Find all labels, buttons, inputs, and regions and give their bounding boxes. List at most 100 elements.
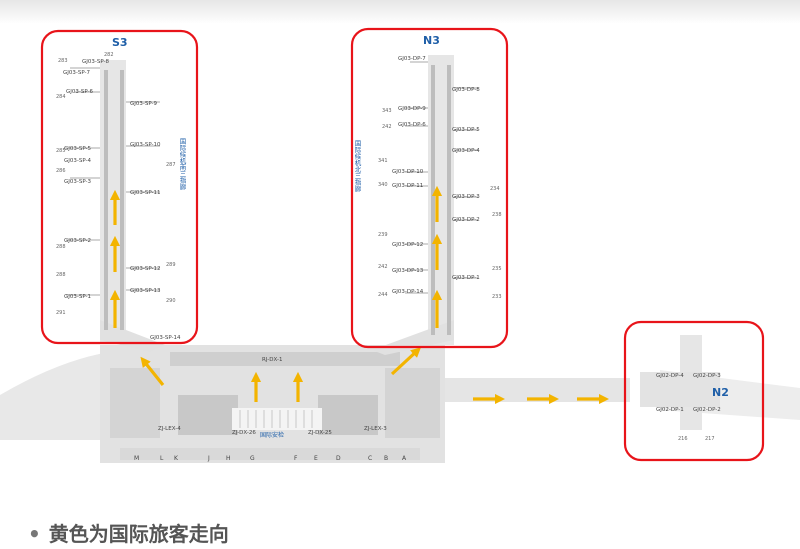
s3-frame <box>40 29 199 345</box>
stand-number: 285 <box>56 148 66 154</box>
n3-gate-labels: GJ03-DP-7 GJ03-DP-8 GJ03-DP-9 GJ03-DP-6 … <box>392 56 480 295</box>
stand-number: 233 <box>492 294 502 300</box>
counter-letter: A <box>402 455 407 462</box>
gate-label: GJ03-DP-14 <box>392 289 424 295</box>
counter-letter: L <box>160 455 164 462</box>
counter-letter: B <box>384 455 388 462</box>
stand-number: 242 <box>382 124 392 130</box>
counter-letter: G <box>250 455 255 462</box>
bullet: • <box>28 522 41 546</box>
legend-caption: • 黄色为国际旅客走向 <box>28 518 229 547</box>
gate-label: GJ02-DP-1 <box>656 407 684 413</box>
gate-label: GJ03-DP-5 <box>452 127 480 133</box>
gate-label: GJ03-DP-8 <box>452 87 480 93</box>
stand-number: 290 <box>166 298 176 304</box>
lounge-left-label: ZJ-LEX-4 <box>158 426 181 432</box>
gate-label: GJ03-DP-1 <box>452 275 480 281</box>
gate-label: GJ02-DP-4 <box>656 373 684 379</box>
stand-number: 244 <box>378 292 388 298</box>
main-gate-label: RJ-DX-1 <box>262 357 282 363</box>
stand-number: 289 <box>166 262 176 268</box>
gate-label: GJ03-SP-11 <box>130 190 161 196</box>
gate-label: GJ03-DP-10 <box>392 169 424 175</box>
gate-label: GJ03-DP-9 <box>398 106 426 112</box>
stand-number: 282 <box>104 52 114 58</box>
zone-title-n2: N2 <box>712 386 729 399</box>
gate-label: GJ03-SP-12 <box>130 266 161 272</box>
stand-number: 217 <box>705 436 715 442</box>
gate-label: GJ03-SP-8 <box>82 59 110 65</box>
stand-number: 235 <box>492 266 502 272</box>
gate-label: GJ03-DP-3 <box>452 194 480 200</box>
stand-number: 234 <box>490 186 500 192</box>
s3-bridges <box>65 61 478 296</box>
gate-label: GJ03-SP-4 <box>64 158 92 164</box>
stand-number: 216 <box>678 436 688 442</box>
gate-label: GJ03-SP-14 <box>150 335 181 341</box>
gate-label: GJ03-SP-9 <box>130 101 158 107</box>
gate-right-label: ZJ-DX-25 <box>308 430 332 436</box>
gate-label: GJ03-SP-1 <box>64 294 91 300</box>
lounge-right-label: ZJ-LEX-3 <box>364 426 387 432</box>
counter-letter: E <box>314 455 318 462</box>
counter-letter: J <box>207 455 210 462</box>
gate-label: GJ03-SP-10 <box>130 142 161 148</box>
gate-label: GJ03-DP-7 <box>398 56 426 62</box>
highlight-frames <box>40 27 765 462</box>
gate-label: GJ03-DP-13 <box>392 268 424 274</box>
stand-number: 286 <box>56 168 66 174</box>
counter-letter: K <box>174 455 179 462</box>
counter-letter: D <box>336 455 341 462</box>
stand-number: 288 <box>56 244 66 250</box>
security-label: 国际安检 <box>260 431 284 439</box>
zone-title-n3: N3 <box>423 34 440 47</box>
gate-label: GJ03-DP-12 <box>392 242 423 248</box>
s3-stand-numbers: 283 282 284 285 286 287 288 289 288 290 … <box>56 52 176 316</box>
n2-gate-labels: GJ02-DP-4 GJ02-DP-3 GJ02-DP-1 GJ02-DP-2 … <box>656 373 721 442</box>
flow-arrow <box>140 356 165 386</box>
gate-label: GJ03-SP-7 <box>63 70 91 76</box>
gate-label: GJ03-SP-2 <box>64 238 91 244</box>
gate-label: GJ03-SP-5 <box>64 146 92 152</box>
stand-number: 238 <box>492 212 502 218</box>
gate-label: GJ03-SP-6 <box>66 89 94 95</box>
counter-letter: M <box>134 455 139 462</box>
n3-pier-name: 国际候机北三指廊 <box>353 140 361 194</box>
stand-number: 341 <box>378 158 388 164</box>
top-gradient-bar <box>0 0 800 24</box>
stand-number: 340 <box>378 182 388 188</box>
stand-number: 284 <box>56 94 66 100</box>
n3-stand-numbers: 343 242 341 340 234 239 238 242 235 244 … <box>378 108 502 300</box>
counter-letter: C <box>368 455 372 462</box>
center-labels: RJ-DX-1 ZJ-LEX-4 ZJ-LEX-3 ZJ-DX-26 ZJ-DX… <box>158 357 387 439</box>
counter-letters: M L K J H G F E D C B A <box>134 455 407 462</box>
gate-label: GJ03-DP-11 <box>392 183 423 189</box>
gate-label: GJ03-SP-13 <box>130 288 161 294</box>
gate-left-label: ZJ-DX-26 <box>232 430 256 436</box>
gate-label: GJ03-DP-4 <box>452 148 480 154</box>
flow-arrow <box>390 347 422 376</box>
stand-number: 283 <box>58 58 68 64</box>
counter-letter: F <box>294 455 298 462</box>
gate-label: GJ02-DP-3 <box>693 373 721 379</box>
stand-number: 288 <box>56 272 66 278</box>
stand-number: 287 <box>166 162 176 168</box>
gate-label: GJ03-DP-6 <box>398 122 426 128</box>
caption-text: 黄色为国际旅客走向 <box>48 522 229 546</box>
gate-label: GJ02-DP-2 <box>693 407 721 413</box>
stand-number: 242 <box>378 264 388 270</box>
counter-letter: H <box>226 455 231 462</box>
n3-frame <box>350 27 509 349</box>
stand-number: 291 <box>56 310 66 316</box>
stand-number: 239 <box>378 232 388 238</box>
s3-gate-labels: GJ03-SP-8 GJ03-SP-7 GJ03-SP-6 GJ03-SP-9 … <box>63 59 181 341</box>
stand-number: 343 <box>382 108 392 114</box>
gate-label: GJ03-DP-2 <box>452 217 480 223</box>
n2-frame <box>623 320 765 462</box>
international-flow-arrows <box>109 185 610 405</box>
terminal-building <box>0 55 800 463</box>
gate-label: GJ03-SP-3 <box>64 179 92 185</box>
s3-pier-name: 国际候机南三指廊 <box>178 138 186 192</box>
zone-title-s3: S3 <box>112 36 128 49</box>
